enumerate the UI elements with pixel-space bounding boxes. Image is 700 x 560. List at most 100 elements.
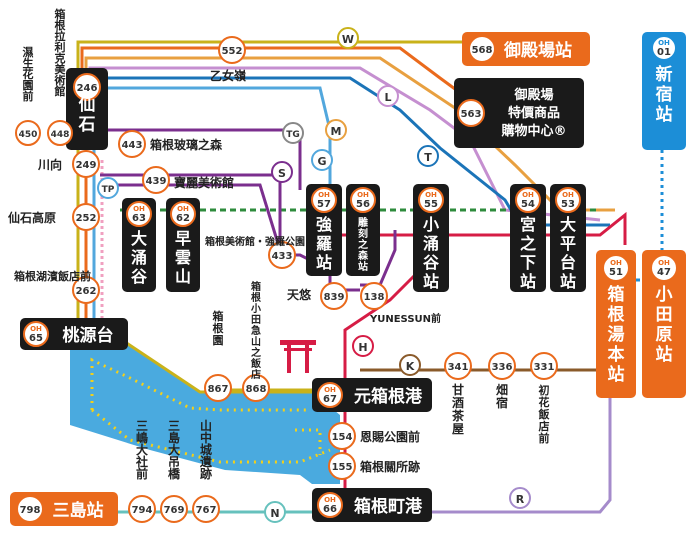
station-owakudani[interactable]: OH 63 大涌谷 bbox=[122, 198, 156, 292]
svg-text:M: M bbox=[331, 125, 342, 138]
svg-text:R: R bbox=[516, 493, 525, 506]
route-badge-TG: TG bbox=[282, 122, 304, 144]
svg-text:448: 448 bbox=[51, 130, 70, 140]
svg-text:56: 56 bbox=[356, 199, 370, 210]
svg-text:OH: OH bbox=[357, 191, 369, 199]
station-yumoto[interactable]: OH 51 箱根湯本站 bbox=[596, 250, 636, 398]
route-badge-K: K bbox=[399, 354, 421, 376]
station-chokoku[interactable]: OH 56 雕刻之森站 bbox=[346, 184, 380, 276]
stop-448: 448 bbox=[47, 120, 73, 146]
station-ohiradai[interactable]: OH 53 大平台站 bbox=[550, 184, 586, 292]
label-yamanaka: 山中城遺跡 bbox=[199, 418, 213, 481]
svg-text:雕刻之森站: 雕刻之森站 bbox=[357, 216, 369, 273]
stop-443: 443 bbox=[118, 130, 146, 158]
stop-769: 769 bbox=[160, 495, 188, 523]
stop-138: 138 bbox=[360, 282, 388, 310]
stop-labels: 乙女嶺 箱根拉利克美術館 濕生花園前 箱根玻璃之森 川向 寶麗美術館 仙石高原 … bbox=[8, 7, 550, 481]
stop-262: 262 bbox=[72, 276, 100, 304]
stop-331: 331 bbox=[530, 352, 558, 380]
station-sengoku[interactable]: 246 仙石 bbox=[66, 68, 108, 150]
svg-text:N: N bbox=[270, 507, 279, 520]
svg-text:63: 63 bbox=[132, 213, 146, 224]
torii-gate-icon bbox=[280, 340, 316, 373]
stop-341: 341 bbox=[444, 352, 472, 380]
svg-text:51: 51 bbox=[609, 267, 623, 278]
station-kowakudani[interactable]: OH 55 小涌谷站 bbox=[413, 184, 449, 292]
stop-154: 154 bbox=[328, 422, 356, 450]
station-gora[interactable]: OH 57 強羅站 bbox=[306, 184, 342, 276]
svg-text:155: 155 bbox=[332, 462, 353, 473]
svg-text:早雲山: 早雲山 bbox=[175, 229, 191, 286]
svg-text:450: 450 bbox=[19, 130, 38, 140]
svg-text:246: 246 bbox=[77, 83, 98, 94]
label-kogen: 仙石高原 bbox=[8, 210, 56, 225]
route-badge-M: M bbox=[325, 119, 347, 141]
station-odawara[interactable]: OH 47 小田原站 bbox=[642, 250, 686, 398]
stop-249: 249 bbox=[72, 150, 100, 178]
svg-text:TG: TG bbox=[286, 130, 300, 140]
svg-text:OH: OH bbox=[318, 191, 330, 199]
svg-text:K: K bbox=[406, 360, 415, 373]
label-lalique: 箱根拉利克美術館 bbox=[54, 7, 67, 98]
stop-794: 794 bbox=[128, 495, 156, 523]
svg-text:552: 552 bbox=[222, 46, 243, 57]
svg-text:839: 839 bbox=[324, 292, 345, 303]
svg-text:OH: OH bbox=[562, 191, 574, 199]
label-otome: 乙女嶺 bbox=[210, 68, 247, 83]
station-miyanoshita[interactable]: OH 54 宮之下站 bbox=[510, 184, 546, 292]
station-motohakone[interactable]: OH 67 元箱根港 bbox=[312, 378, 432, 412]
stop-252: 252 bbox=[72, 203, 100, 231]
station-shinjuku[interactable]: OH 01 新宿站 bbox=[642, 32, 686, 150]
stop-839: 839 bbox=[320, 282, 348, 310]
svg-text:794: 794 bbox=[132, 505, 153, 516]
stop-867: 867 bbox=[204, 374, 232, 402]
station-sounzan[interactable]: OH 62 早雲山 bbox=[166, 198, 200, 292]
svg-text:H: H bbox=[358, 341, 367, 354]
label-glass: 箱根玻璃之森 bbox=[150, 137, 223, 152]
svg-text:331: 331 bbox=[534, 362, 555, 373]
svg-text:御殿場: 御殿場 bbox=[513, 87, 553, 103]
stop-450: 450 bbox=[15, 120, 41, 146]
svg-text:L: L bbox=[384, 91, 391, 104]
station-mishima[interactable]: 798 三島站 bbox=[10, 492, 118, 526]
svg-text:769: 769 bbox=[164, 505, 185, 516]
route-badge-L: L bbox=[377, 85, 399, 107]
label-hatajuku: 畑宿 bbox=[496, 383, 508, 410]
svg-text:OH: OH bbox=[658, 39, 670, 47]
station-hakonemachi[interactable]: OH 66 箱根町港 bbox=[312, 488, 432, 522]
route-badge-TP: TP bbox=[97, 177, 119, 199]
svg-text:仙石: 仙石 bbox=[78, 94, 96, 135]
svg-text:W: W bbox=[342, 33, 354, 46]
svg-text:867: 867 bbox=[208, 384, 229, 395]
svg-text:小田原站: 小田原站 bbox=[656, 285, 673, 365]
svg-text:元箱根港: 元箱根港 bbox=[354, 386, 423, 407]
label-yunessun: YUNESSUN前 bbox=[369, 312, 441, 325]
svg-text:特價商品: 特價商品 bbox=[508, 105, 560, 121]
station-gotemba[interactable]: 568 御殿場站 bbox=[462, 32, 590, 66]
svg-text:三島站: 三島站 bbox=[53, 500, 104, 521]
svg-text:大涌谷: 大涌谷 bbox=[131, 229, 148, 286]
svg-text:OH: OH bbox=[324, 386, 336, 394]
svg-text:御殿場站: 御殿場站 bbox=[503, 40, 572, 61]
bus-stops[interactable]: 552 450 448 443 249 439 252 262 433 839 … bbox=[15, 36, 558, 523]
svg-text:868: 868 bbox=[246, 384, 267, 395]
ferry-routes bbox=[90, 357, 331, 464]
svg-text:TP: TP bbox=[102, 185, 115, 195]
svg-text:67: 67 bbox=[323, 394, 337, 405]
label-amazake: 甘酒茶屋 bbox=[451, 382, 465, 436]
svg-text:新宿站: 新宿站 bbox=[656, 64, 673, 125]
svg-text:55: 55 bbox=[424, 199, 438, 210]
route-badge-S: S bbox=[271, 161, 293, 183]
svg-text:154: 154 bbox=[332, 432, 353, 443]
svg-text:798: 798 bbox=[20, 505, 41, 516]
station-outlet[interactable]: 563 御殿場 特價商品 購物中心® bbox=[454, 78, 584, 148]
stop-552: 552 bbox=[218, 36, 246, 64]
svg-text:OH: OH bbox=[522, 191, 534, 199]
label-yamanohotel: 箱根小田急山之飯店 bbox=[250, 280, 261, 381]
svg-text:62: 62 bbox=[176, 213, 190, 224]
station-togendai[interactable]: OH 65 桃源台 bbox=[20, 318, 128, 350]
label-shissei: 濕生花園前 bbox=[23, 45, 34, 103]
svg-text:47: 47 bbox=[657, 267, 671, 278]
label-tenyu: 天悠 bbox=[287, 287, 312, 302]
